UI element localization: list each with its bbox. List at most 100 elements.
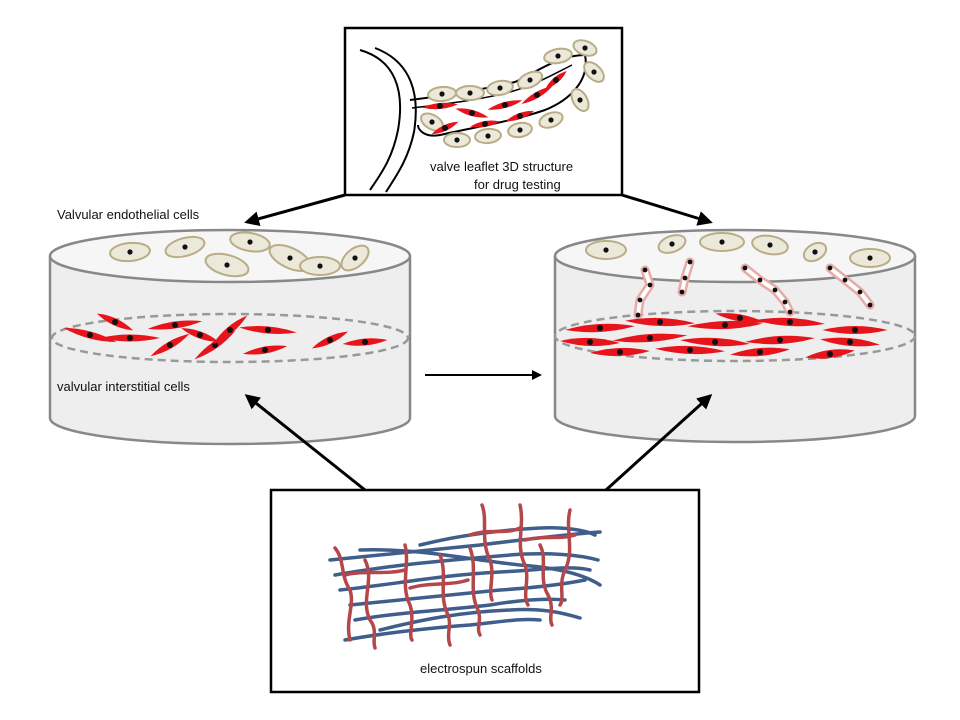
nucleus-icon — [454, 137, 460, 143]
dish-right — [553, 228, 917, 444]
nucleus-icon — [617, 349, 623, 355]
nucleus-icon — [842, 277, 848, 283]
nucleus-icon — [287, 255, 293, 261]
nucleus-icon — [467, 90, 473, 96]
nucleus-icon — [679, 289, 685, 295]
cell-icon — [828, 266, 872, 307]
nucleus-icon — [867, 302, 873, 308]
nucleus-icon — [527, 77, 533, 83]
arrow-icon — [244, 193, 346, 227]
nucleus-icon — [317, 263, 323, 269]
nucleus-icon — [262, 347, 268, 353]
scaffold-panel: electrospun scaffolds — [269, 488, 701, 694]
nucleus-icon — [682, 275, 688, 281]
arrow-icon — [604, 393, 713, 492]
nucleus-icon — [224, 262, 230, 268]
nucleus-icon — [719, 239, 725, 245]
scaffold-fiber — [333, 552, 600, 577]
nucleus-icon — [517, 127, 523, 133]
nucleus-icon — [437, 103, 443, 109]
dish-left: valvular interstitial cells — [48, 228, 412, 446]
interstitial-label: valvular interstitial cells — [57, 379, 190, 394]
nucleus-icon — [767, 242, 773, 248]
nucleus-icon — [687, 259, 693, 265]
nucleus-icon — [485, 133, 491, 139]
nucleus-icon — [737, 315, 743, 321]
nucleus-icon — [787, 309, 793, 315]
scaffold-fiber — [538, 543, 554, 627]
scaffold-fiber — [468, 546, 482, 637]
nucleus-icon — [657, 319, 663, 325]
right-endothelial-cells — [585, 232, 891, 268]
nucleus-icon — [722, 322, 728, 328]
leaflet-endothelial-cells — [420, 39, 605, 148]
nucleus-icon — [553, 77, 559, 83]
scaffold-fiber — [480, 503, 494, 602]
scaffold-fiber — [518, 503, 530, 607]
nucleus-icon — [812, 249, 818, 255]
cell-icon — [636, 268, 652, 317]
nucleus-icon — [469, 110, 475, 116]
nucleus-icon — [669, 241, 675, 247]
nucleus-icon — [127, 249, 133, 255]
scaffold-fiber — [418, 526, 597, 547]
scaffold-fiber — [403, 543, 414, 642]
nucleus-icon — [847, 339, 853, 345]
leaflet-interstitial-cells — [422, 71, 567, 135]
nucleus-icon — [827, 265, 833, 271]
leaflet-title-line2: for drug testing — [474, 177, 561, 192]
nucleus-icon — [482, 121, 488, 127]
nucleus-icon — [534, 92, 540, 98]
nucleus-icon — [642, 267, 648, 273]
nucleus-icon — [787, 319, 793, 325]
nucleus-icon — [635, 312, 641, 318]
nucleus-icon — [327, 337, 333, 343]
scaffold-fiber — [348, 578, 587, 607]
nucleus-icon — [555, 53, 561, 59]
endothelial-label: Valvular endothelial cells — [57, 207, 200, 222]
nucleus-icon — [637, 297, 643, 303]
nucleus-icon — [757, 349, 763, 355]
nucleus-icon — [577, 97, 583, 103]
nucleus-icon — [647, 282, 653, 288]
scaffold-label: electrospun scaffolds — [420, 661, 542, 676]
scaffold-fiber — [408, 578, 470, 590]
left-endothelial-cells — [109, 231, 370, 278]
nucleus-icon — [742, 265, 748, 271]
nucleus-icon — [127, 335, 133, 341]
nucleus-icon — [442, 125, 448, 131]
nucleus-icon — [182, 244, 188, 250]
nucleus-icon — [362, 339, 368, 345]
right-interstitial-cells — [560, 313, 888, 359]
right-transitioning-cells — [633, 257, 875, 320]
scaffold-fiber — [343, 568, 407, 577]
nucleus-icon — [265, 327, 271, 333]
nucleus-icon — [757, 277, 763, 283]
nucleus-icon — [247, 239, 253, 245]
arrow-icon — [621, 193, 713, 226]
nucleus-icon — [867, 255, 873, 261]
scaffold-fiber — [353, 597, 567, 622]
nucleus-icon — [352, 255, 358, 261]
nucleus-icon — [167, 342, 173, 348]
nucleus-icon — [591, 69, 597, 75]
nucleus-icon — [597, 325, 603, 331]
scaffold-fiber — [343, 617, 542, 642]
nucleus-icon — [502, 102, 508, 108]
nucleus-icon — [497, 85, 503, 91]
scaffold-fiber — [523, 533, 577, 542]
nucleus-icon — [548, 117, 554, 123]
scaffold-fiber — [333, 546, 354, 642]
scaffold-fiber — [363, 558, 377, 650]
nucleus-icon — [429, 119, 435, 125]
leaflet-title-line1: valve leaflet 3D structure — [430, 159, 573, 174]
nucleus-icon — [777, 337, 783, 343]
nucleus-icon — [857, 289, 863, 295]
nucleus-icon — [852, 327, 858, 333]
nucleus-icon — [827, 351, 833, 357]
nucleus-icon — [582, 45, 588, 51]
nucleus-icon — [772, 287, 778, 293]
nucleus-icon — [87, 332, 93, 338]
